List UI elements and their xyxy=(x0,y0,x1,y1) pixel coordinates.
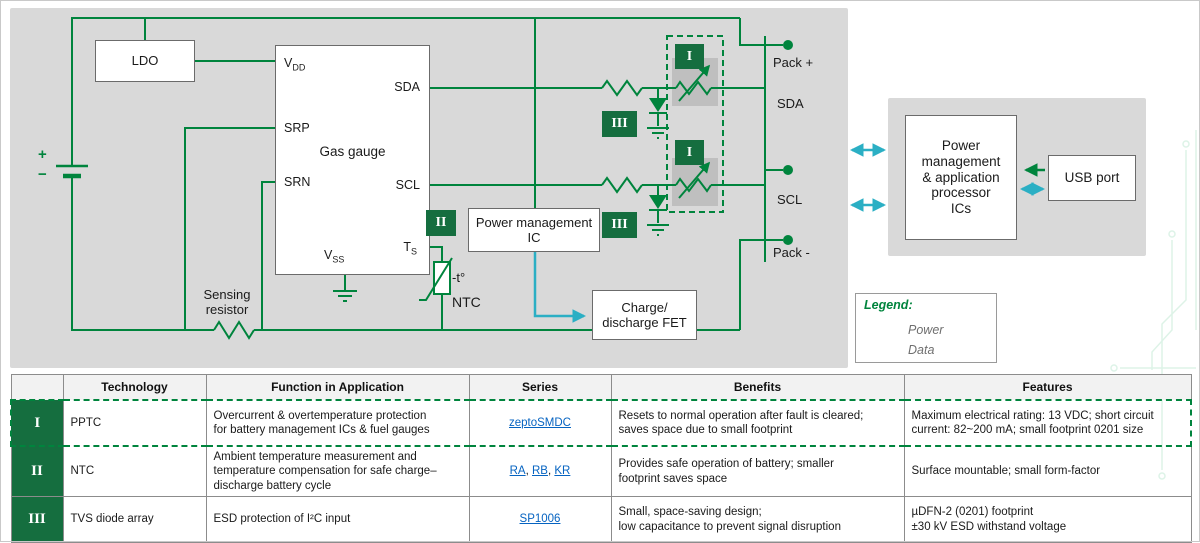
ldo-box: LDO xyxy=(95,40,195,82)
badge-ii: II xyxy=(426,210,456,236)
processor-ics-box: Power management & application processor… xyxy=(905,115,1017,240)
header-function: Function in Application xyxy=(205,374,470,401)
terminal-pack-minus: Pack - xyxy=(773,245,810,260)
series-link[interactable]: RA xyxy=(509,465,526,478)
terminal-sda: SDA xyxy=(777,96,804,111)
ntc-label: NTC xyxy=(452,294,481,310)
table-row-ntc: II NTC Ambient temperature measurement a… xyxy=(10,445,1192,498)
gas-gauge-title: Gas gauge xyxy=(319,144,386,159)
terminal-scl: SCL xyxy=(777,192,803,207)
table-header-row: Technology Function in Application Serie… xyxy=(10,374,1192,401)
table-row-tvs: III TVS diode array ESD protection of I²… xyxy=(10,496,1192,543)
cell-numeral: III xyxy=(10,496,64,543)
cell-technology: TVS diode array xyxy=(62,496,207,543)
cell-features: Surface mountable; small form-factor xyxy=(903,445,1192,498)
battery-minus-label: − xyxy=(38,166,47,183)
series-link[interactable]: SP1006 xyxy=(519,513,561,526)
cell-technology: PPTC xyxy=(62,399,207,447)
pin-ts: TS xyxy=(403,240,417,257)
pin-vdd: VDD xyxy=(284,56,306,73)
badge-iii-scl: III xyxy=(602,212,637,238)
pin-sda: SDA xyxy=(394,80,420,94)
technology-table: Technology Function in Application Serie… xyxy=(10,374,1192,543)
cell-numeral: I xyxy=(10,399,64,447)
badge-i-scl: I xyxy=(675,140,704,165)
cell-function: Overcurrent & overtemperature protection… xyxy=(205,399,470,447)
cell-series: RA, RB, KR xyxy=(468,445,612,498)
sensing-resistor-label: Sensing resistor xyxy=(203,287,251,317)
legend-box: Legend: Power Data xyxy=(855,293,997,363)
cell-numeral: II xyxy=(10,445,64,498)
header-series: Series xyxy=(468,374,612,401)
header-features: Features xyxy=(903,374,1192,401)
pin-srp: SRP xyxy=(284,121,310,135)
cell-series: SP1006 xyxy=(468,496,612,543)
cell-function: ESD protection of I²C input xyxy=(205,496,470,543)
ldo-label: LDO xyxy=(131,53,159,69)
fet-label: Charge/ discharge FET xyxy=(602,299,687,330)
cell-technology: NTC xyxy=(62,445,207,498)
cell-benefits: Provides safe operation of battery; smal… xyxy=(610,445,905,498)
series-link[interactable]: KR xyxy=(554,465,571,478)
series-link[interactable]: zeptoSMDC xyxy=(509,416,571,429)
cell-series: zeptoSMDC xyxy=(468,399,612,447)
usb-port-box: USB port xyxy=(1048,155,1136,201)
cell-features: µDFN-2 (0201) footprint ±30 kV ESD withs… xyxy=(903,496,1192,543)
pin-srn: SRN xyxy=(284,175,311,189)
cell-benefits: Small, space-saving design; low capacita… xyxy=(610,496,905,543)
legend-title: Legend: xyxy=(864,298,913,312)
ntc-temp-label: -t° xyxy=(452,270,466,285)
pmic-label: Power management IC xyxy=(475,214,593,245)
badge-iii-sda: III xyxy=(602,111,637,137)
header-benefits: Benefits xyxy=(610,374,905,401)
processor-ics-label: Power management & application processor… xyxy=(921,137,1001,217)
legend-data-label: Data xyxy=(908,343,935,357)
cell-benefits: Resets to normal operation after fault i… xyxy=(610,399,905,447)
header-technology: Technology xyxy=(62,374,207,401)
usb-port-label: USB port xyxy=(1064,170,1120,186)
cell-function: Ambient temperature measurement and temp… xyxy=(205,445,470,498)
series-link[interactable]: RB xyxy=(532,465,548,478)
legend-power-label: Power xyxy=(908,323,944,337)
battery-plus-label: + xyxy=(38,146,47,163)
header-badge xyxy=(10,374,64,401)
fet-box: Charge/ discharge FET xyxy=(592,290,697,340)
terminal-pack-plus: Pack + xyxy=(773,55,814,70)
table-row-pptc: I PPTC Overcurrent & overtemperature pro… xyxy=(10,399,1192,447)
pmic-box: Power management IC xyxy=(468,208,600,252)
gas-gauge-box: VDD SDA SRP Gas gauge SRN SCL VSS TS xyxy=(275,45,430,275)
cell-features: Maximum electrical rating: 13 VDC; short… xyxy=(903,399,1192,447)
pin-vss: VSS xyxy=(324,248,345,265)
pin-scl: SCL xyxy=(395,178,420,192)
badge-i-sda: I xyxy=(675,44,704,69)
